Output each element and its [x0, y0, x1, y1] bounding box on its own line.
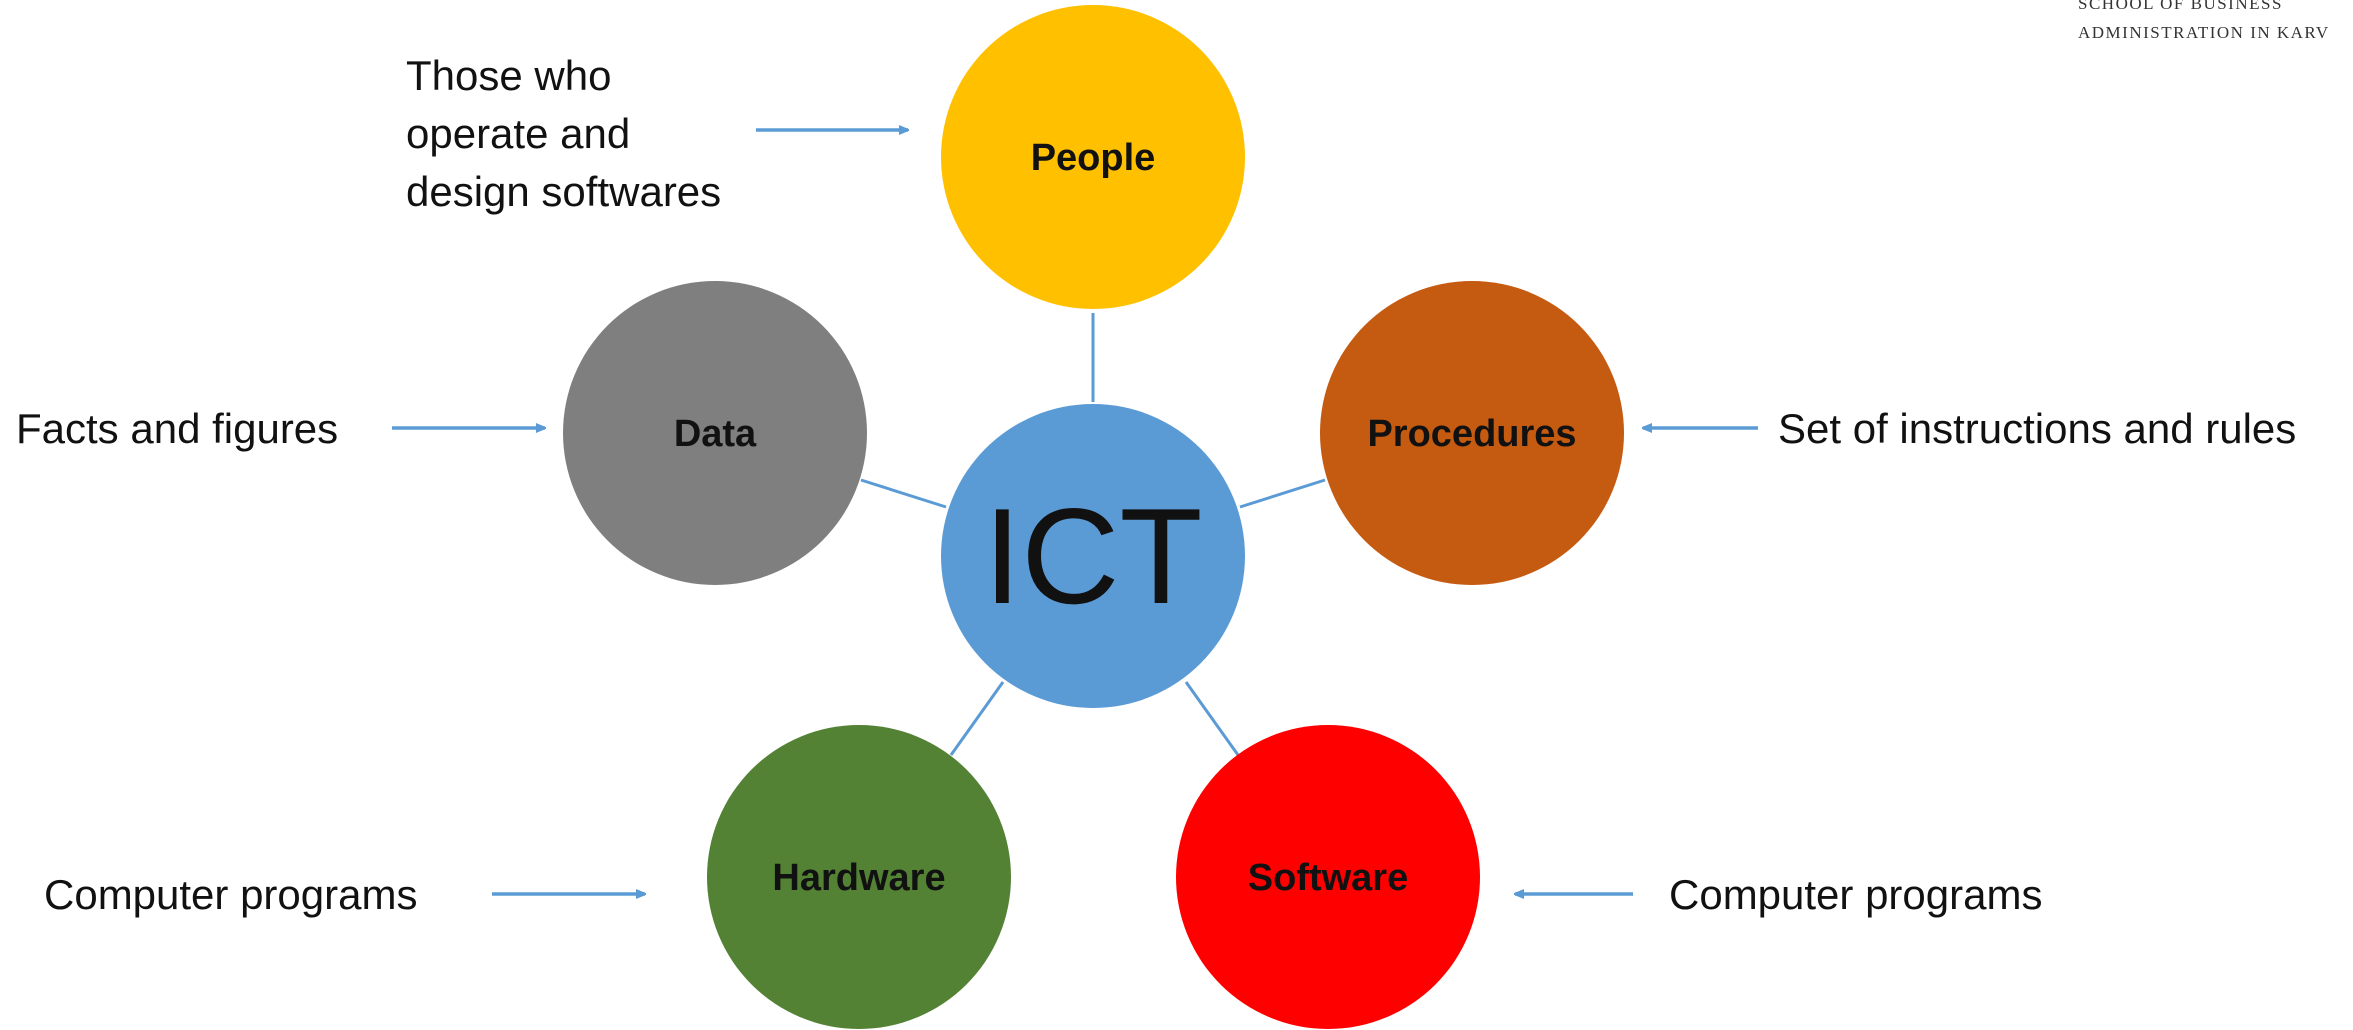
node-ict: ICT	[941, 404, 1245, 708]
software-circle	[1176, 725, 1480, 1029]
people-description-line-3: design softwares	[406, 168, 721, 215]
data-description: Facts and figures	[16, 405, 338, 452]
data-label: Data	[674, 413, 757, 455]
logo-line-2: ADMINISTRATION IN KARV	[2078, 23, 2330, 42]
procedures-label: Procedures	[1367, 413, 1576, 455]
procedures-circle	[1320, 281, 1624, 585]
software-description: Computer programs	[1669, 871, 2042, 918]
people-circle	[941, 5, 1245, 309]
hardware-description: Computer programs	[44, 871, 417, 918]
people-description-line-1: Those who	[406, 52, 611, 99]
node-software: Software	[1176, 725, 1480, 1029]
data-circle	[563, 281, 867, 585]
ict-circle	[941, 404, 1245, 708]
node-people: People	[941, 5, 1245, 309]
people-label: People	[1031, 137, 1156, 179]
hardware-label: Hardware	[772, 857, 945, 899]
logo-line-1: SCHOOL OF BUSINESS	[2078, 0, 2283, 13]
ict-label: ICT	[983, 480, 1202, 632]
connector-procedures	[1239, 478, 1326, 509]
connector-data	[860, 478, 947, 509]
people-description-line-2: operate and	[406, 110, 630, 157]
connector-hardware	[949, 681, 1005, 756]
software-label: Software	[1248, 857, 1408, 899]
node-data: Data	[563, 281, 867, 585]
connector-software	[1184, 681, 1240, 756]
node-hardware: Hardware	[707, 725, 1011, 1029]
node-procedures: Procedures	[1320, 281, 1624, 585]
procedures-description: Set of instructions and rules	[1778, 405, 2296, 452]
hardware-circle	[707, 725, 1011, 1029]
